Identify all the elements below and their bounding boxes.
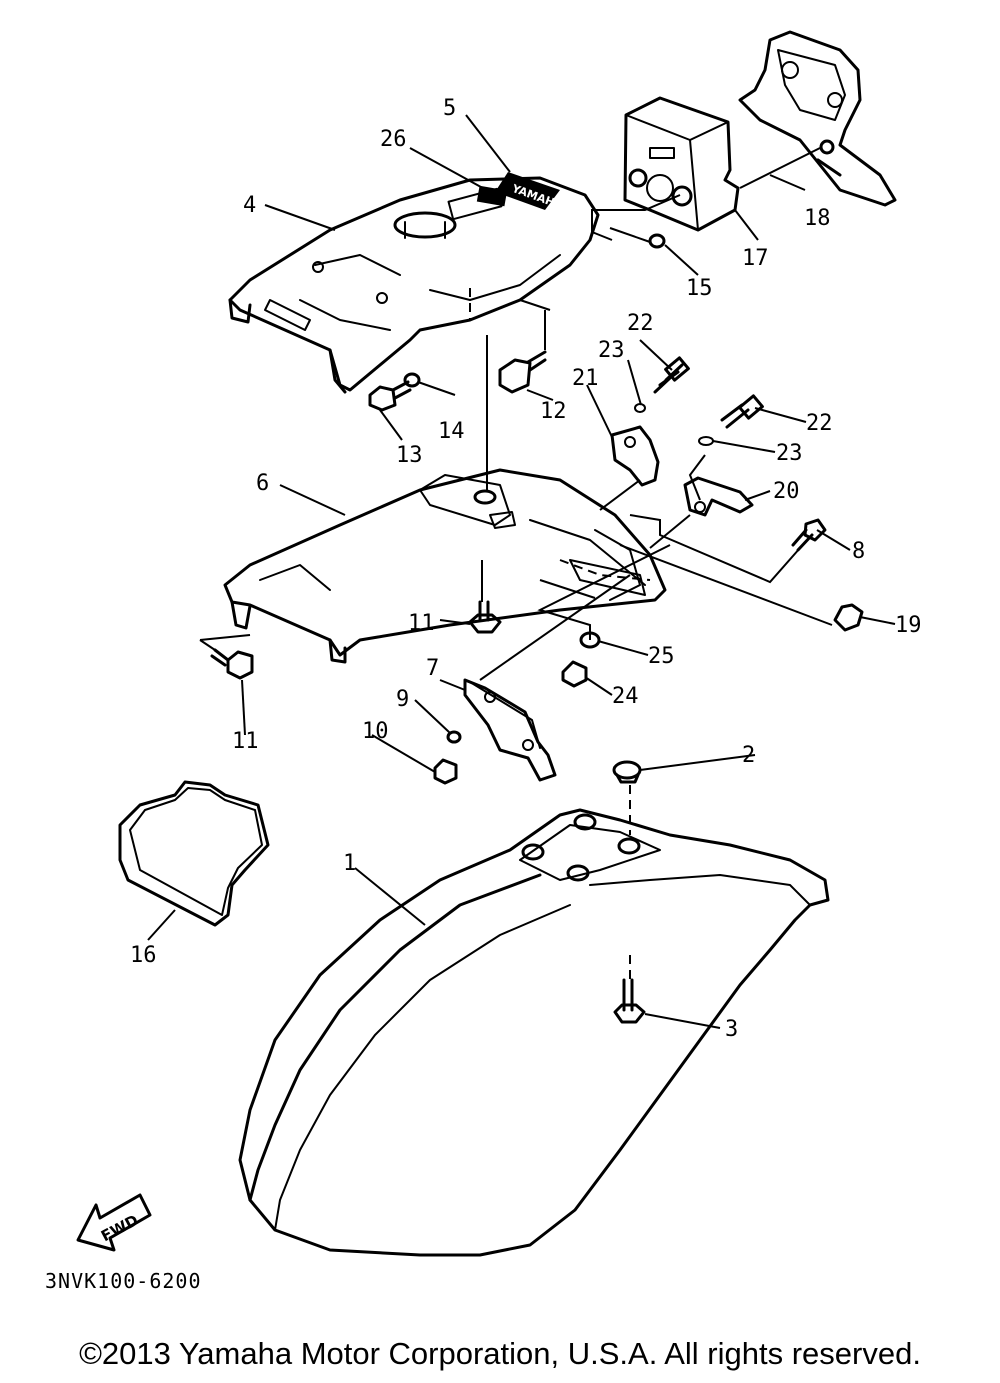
callout-13: 13 bbox=[396, 443, 423, 468]
callout-5: 5 bbox=[443, 96, 456, 121]
part-15-washer[interactable] bbox=[648, 233, 666, 249]
callout-18: 18 bbox=[804, 206, 831, 231]
part-22-bolt-lower[interactable] bbox=[720, 394, 764, 429]
callout-11-center: 11 bbox=[408, 611, 435, 636]
callout-23-lower: 23 bbox=[776, 441, 803, 466]
part-4-tail-cover[interactable] bbox=[228, 176, 600, 394]
part-24-nut[interactable] bbox=[561, 660, 588, 688]
callout-9: 9 bbox=[396, 687, 409, 712]
part-9-washer[interactable] bbox=[446, 730, 462, 744]
part-10-nut[interactable] bbox=[433, 758, 458, 785]
part-18-tail-light-bracket[interactable] bbox=[738, 30, 897, 207]
callout-15: 15 bbox=[686, 276, 713, 301]
callout-23-upper: 23 bbox=[598, 338, 625, 363]
part-11-bolt-center[interactable] bbox=[468, 600, 502, 634]
part-22-bolt-upper[interactable] bbox=[653, 356, 690, 394]
part-26-emblem[interactable] bbox=[476, 185, 508, 207]
callout-8: 8 bbox=[852, 539, 865, 564]
part-14-washer[interactable] bbox=[403, 372, 421, 388]
part-20-bracket[interactable] bbox=[683, 476, 754, 517]
part-13-bolt[interactable] bbox=[368, 380, 412, 412]
part-23-lockwasher-upper[interactable] bbox=[634, 403, 646, 413]
callout-labels: 4 5 26 17 18 15 14 13 12 22 23 21 22 23 … bbox=[130, 96, 922, 1042]
part-21-bracket[interactable] bbox=[610, 425, 660, 487]
part-1-rear-fender[interactable] bbox=[238, 808, 830, 1257]
part-11-bolt-left[interactable] bbox=[210, 648, 254, 680]
callout-21: 21 bbox=[572, 366, 599, 391]
callout-10: 10 bbox=[362, 719, 389, 744]
callout-17: 17 bbox=[742, 246, 769, 271]
part-6-rear-fender-upper[interactable] bbox=[223, 468, 667, 664]
part-23-lockwasher-lower[interactable] bbox=[698, 436, 714, 446]
drawing-code: 3NVK100-6200 bbox=[45, 1269, 202, 1293]
copyright-notice: ©2013 Yamaha Motor Corporation, U.S.A. A… bbox=[79, 1336, 921, 1371]
callout-19: 19 bbox=[895, 613, 922, 638]
callout-12: 12 bbox=[540, 399, 567, 424]
part-12-bolt[interactable] bbox=[498, 350, 547, 394]
part-2-grommet[interactable] bbox=[612, 760, 642, 784]
callout-16: 16 bbox=[130, 943, 157, 968]
parts-diagram: YAMAHA bbox=[45, 30, 922, 1293]
leader-lines bbox=[147, 114, 896, 1029]
callout-11-left: 11 bbox=[232, 729, 259, 754]
callout-20: 20 bbox=[773, 479, 800, 504]
callout-7: 7 bbox=[426, 656, 439, 681]
part-17-tail-light-housing[interactable] bbox=[623, 96, 740, 232]
callout-6: 6 bbox=[256, 471, 269, 496]
callout-24: 24 bbox=[612, 684, 639, 709]
callout-14: 14 bbox=[438, 419, 465, 444]
part-19-clip[interactable] bbox=[833, 603, 864, 632]
callout-1: 1 bbox=[343, 851, 356, 876]
exploded-view-drawing: YAMAHA bbox=[45, 30, 922, 1293]
part-16-mud-flap[interactable] bbox=[118, 780, 270, 927]
callout-22-lower: 22 bbox=[806, 411, 833, 436]
callout-4: 4 bbox=[243, 193, 256, 218]
callout-25: 25 bbox=[648, 644, 675, 669]
callout-22-upper: 22 bbox=[627, 311, 654, 336]
fwd-direction-arrow: FWD bbox=[76, 1193, 152, 1252]
part-3-bolt[interactable] bbox=[613, 978, 646, 1024]
part-8-screw[interactable] bbox=[791, 518, 827, 552]
callout-26: 26 bbox=[380, 127, 407, 152]
callout-3: 3 bbox=[725, 1017, 738, 1042]
part-7-bracket[interactable] bbox=[463, 678, 557, 782]
callout-2: 2 bbox=[742, 743, 755, 768]
